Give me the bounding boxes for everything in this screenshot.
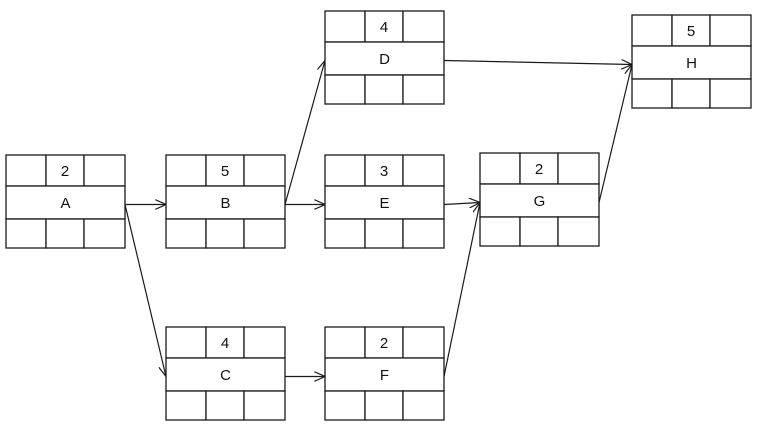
- node-c-cell-bottom-right: [243, 390, 286, 421]
- node-h-cell-name: [631, 45, 752, 80]
- node-h-cell-top-left: [631, 14, 673, 47]
- node-c-duration: 4: [221, 335, 229, 352]
- node-f-cell-top-right: [402, 326, 445, 359]
- node-a-cell-bottom-left: [5, 218, 47, 249]
- node-e-cell-bottom-left: [324, 218, 366, 249]
- edge-b-d: [284, 61, 325, 205]
- edges-layer: [124, 61, 632, 377]
- node-b-cell-bottom-middle: [205, 218, 245, 249]
- node-h-cell-bottom-left: [631, 78, 673, 109]
- node-e: 3E: [324, 154, 445, 249]
- node-c-cell-top-right: [243, 326, 286, 359]
- node-c-cell-bottom-left: [165, 390, 207, 421]
- node-c-cell-top-left: [165, 326, 207, 359]
- edge-g-h: [598, 65, 632, 203]
- node-f-cell-duration: [364, 326, 404, 359]
- node-h-cell-bottom-right: [709, 78, 752, 109]
- node-b-cell-top-left: [165, 154, 207, 187]
- node-a-cell-bottom-right: [83, 218, 126, 249]
- node-d-name: D: [379, 51, 390, 68]
- node-d-cell-bottom-middle: [364, 74, 404, 105]
- node-d: 4D: [324, 10, 445, 105]
- node-e-duration: 3: [380, 163, 388, 180]
- node-b-name: B: [220, 195, 230, 212]
- node-g-cell-top-right: [557, 152, 600, 185]
- node-b-cell-top-right: [243, 154, 286, 187]
- node-h-cell-bottom-middle: [671, 78, 711, 109]
- node-c-name: C: [220, 367, 231, 384]
- node-g-cell-top-left: [479, 152, 521, 185]
- node-g-cell-bottom-left: [479, 216, 521, 247]
- node-a: 2A: [5, 154, 126, 249]
- node-d-cell-top-right: [402, 10, 445, 43]
- node-h-duration: 5: [687, 23, 695, 40]
- node-d-cell-duration: [364, 10, 404, 43]
- node-d-cell-name: [324, 41, 445, 76]
- node-e-name: E: [379, 195, 389, 212]
- node-a-cell-bottom-middle: [45, 218, 85, 249]
- node-g-name: G: [534, 193, 546, 210]
- node-g-cell-name: [479, 183, 600, 218]
- node-e-cell-bottom-right: [402, 218, 445, 249]
- node-a-duration: 2: [61, 163, 69, 180]
- node-d-cell-bottom-left: [324, 74, 366, 105]
- node-d-cell-bottom-right: [402, 74, 445, 105]
- node-b: 5B: [165, 154, 286, 249]
- edge-f-g: [443, 203, 480, 377]
- edge-d-h: [443, 61, 632, 65]
- node-f: 2F: [324, 326, 445, 421]
- node-f-cell-bottom-middle: [364, 390, 404, 421]
- node-f-cell-bottom-left: [324, 390, 366, 421]
- node-b-cell-bottom-right: [243, 218, 286, 249]
- node-g-cell-bottom-middle: [519, 216, 559, 247]
- node-b-cell-bottom-left: [165, 218, 207, 249]
- node-e-cell-bottom-middle: [364, 218, 404, 249]
- node-g-cell-duration: [519, 152, 559, 185]
- node-g: 2G: [479, 152, 600, 247]
- edge-a-c: [124, 204, 166, 377]
- node-h: 5H: [631, 14, 752, 109]
- node-h-cell-top-right: [709, 14, 752, 47]
- node-f-cell-bottom-right: [402, 390, 445, 421]
- edge-e-g: [443, 203, 480, 205]
- node-h-name: H: [686, 55, 697, 72]
- node-b-duration: 5: [221, 163, 229, 180]
- node-f-cell-top-left: [324, 326, 366, 359]
- node-e-cell-duration: [364, 154, 404, 187]
- node-e-cell-top-left: [324, 154, 366, 187]
- node-g-duration: 2: [535, 161, 543, 178]
- node-f-cell-name: [324, 357, 445, 392]
- node-c: 4C: [165, 326, 286, 421]
- node-d-cell-top-left: [324, 10, 366, 43]
- node-d-duration: 4: [380, 19, 388, 36]
- node-e-cell-top-right: [402, 154, 445, 187]
- node-f-name: F: [380, 367, 389, 384]
- node-a-cell-top-right: [83, 154, 126, 187]
- node-c-cell-bottom-middle: [205, 390, 245, 421]
- node-a-cell-top-left: [5, 154, 47, 187]
- node-a-name: A: [60, 195, 70, 212]
- node-f-duration: 2: [380, 335, 388, 352]
- node-g-cell-bottom-right: [557, 216, 600, 247]
